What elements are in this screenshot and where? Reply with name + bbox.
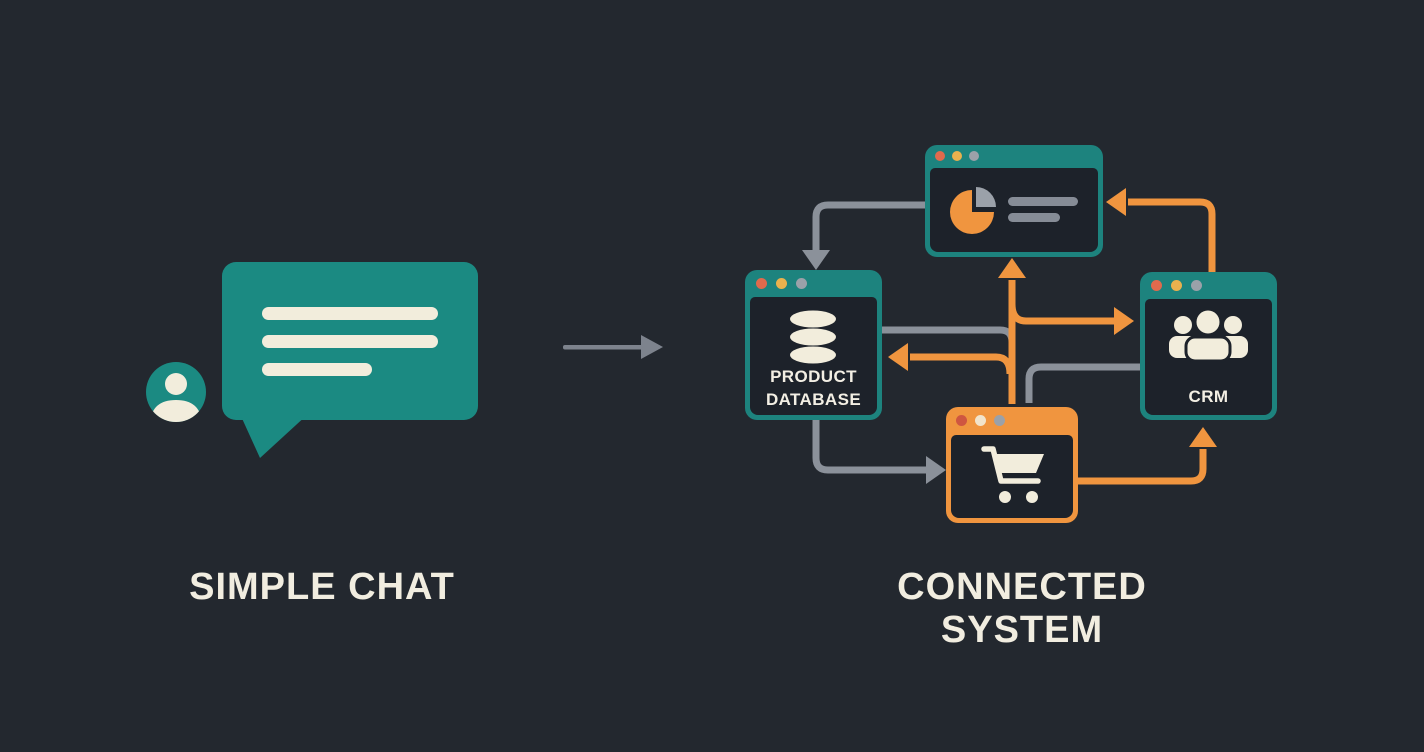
simple-chat-title: SIMPLE CHAT [189,566,455,608]
arrowhead-left-into-pdb [888,343,908,371]
window-dot-gray [994,415,1005,426]
arrowhead-up-into-crm [1189,427,1217,447]
cart-window-body [951,435,1073,518]
connector-crm-to-analytics [1128,198,1216,272]
window-dots [756,278,807,289]
text-lines-icon [1008,197,1078,222]
arrowhead-up-into-analytics [998,258,1026,278]
window-dots [956,415,1005,426]
pie-chart-icon [950,187,996,234]
window-dot-yellow [776,278,787,289]
window-dots [1151,280,1202,291]
right-arrow-icon [563,335,663,359]
window-dot-gray [796,278,807,289]
connector-analytics-to-pdb [812,201,925,252]
database-icon [790,310,836,364]
window-dot-yellow [1171,280,1182,291]
arrowhead-down-into-pdb [802,250,830,270]
connector-cart-to-crm-left [1008,303,1116,325]
window-dot-red [756,278,767,289]
connector-crm-to-cart-top [1025,363,1140,403]
connector-cart-to-pdb [910,353,1014,375]
orange-arrowheads [888,188,1217,447]
analytics-content [950,187,1078,234]
shopping-cart-icon [981,446,1044,503]
crm-window: CRM [1140,272,1277,420]
window-dot-gray [969,151,979,161]
arrowhead-right-into-crm [1114,307,1134,335]
user-avatar-icon [146,362,206,422]
chat-bubble-icon [222,262,478,458]
connector-cart-to-crm-bottom [1078,449,1207,485]
window-dot-red [935,151,945,161]
connector-pdb-to-cart-left [812,420,928,474]
gray-arrowheads [802,250,946,484]
arrowhead-right-into-cart [926,456,946,484]
product-database-label-line2: DATABASE [765,390,862,409]
window-dot-gray [1191,280,1202,291]
product-database-label: PRODUCT DATABASE [745,365,882,411]
window-dot-cream [975,415,986,426]
crm-label: CRM [1188,387,1229,406]
window-dot-yellow [952,151,962,161]
product-database-label-line1: PRODUCT [770,367,857,386]
orange-connectors [910,198,1216,485]
users-icon [1169,307,1248,363]
window-dot-red [1151,280,1162,291]
connected-system-title: CONNECTED SYSTEM [897,566,1147,651]
window-dots [935,151,979,161]
product-database-window: PRODUCT DATABASE [745,270,882,420]
window-dot-red [956,415,967,426]
analytics-window [925,145,1103,257]
arrowhead-left-into-analytics [1106,188,1126,216]
cart-window [946,407,1078,523]
